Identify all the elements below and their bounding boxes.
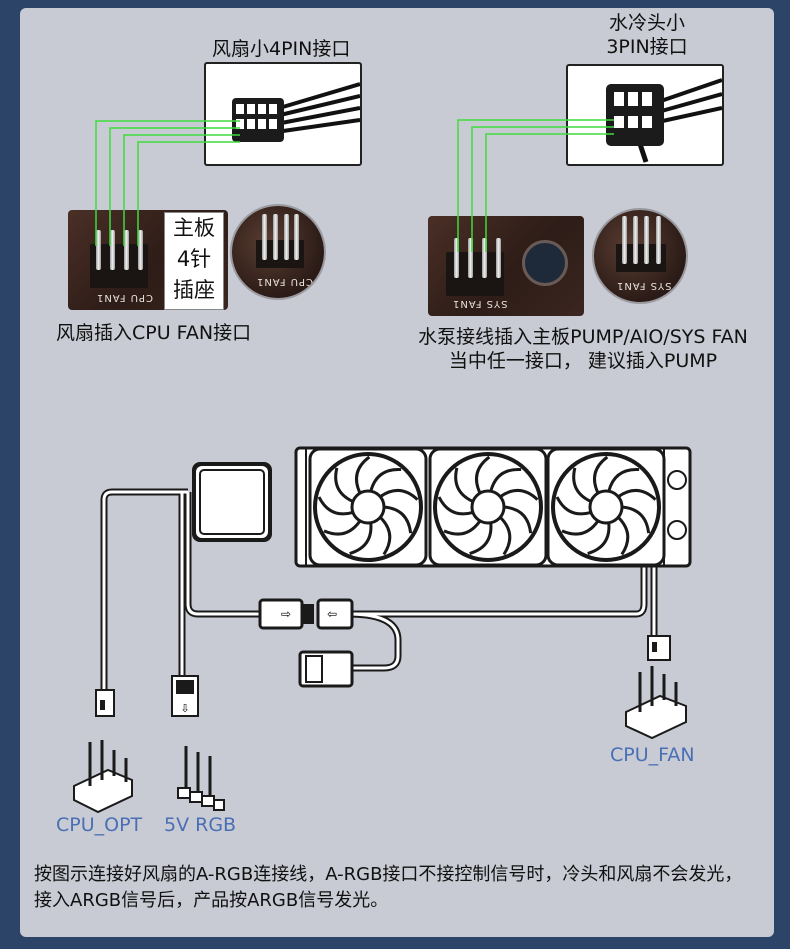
fan-connector-label: 风扇小4PIN接口 (212, 38, 351, 60)
header-housing (90, 230, 148, 288)
board-tag-line3: 插座 (173, 278, 215, 302)
motherboard-sys-fan-header: SYS FAN1 (428, 216, 584, 316)
cpu-opt-label: CPU_OPT (56, 814, 143, 836)
cpu-fan-header-drawing (625, 666, 687, 740)
zoom-header (256, 214, 304, 268)
pump-connector-label-line1: 水冷头小 (608, 12, 685, 34)
cpu-fan-label: CPU_FAN (610, 744, 695, 766)
cpu-opt-plug (95, 689, 115, 717)
5v-rgb-plug: ⇩ (171, 675, 199, 717)
pin (96, 230, 101, 270)
svg-text:⇩: ⇩ (180, 702, 189, 715)
board-tag-line2: 4针 (176, 247, 212, 271)
board-chip (522, 240, 568, 286)
svg-text:⇦: ⇦ (327, 607, 337, 621)
fan-4pin-connector-illustration (232, 82, 361, 142)
fan-connector-box (204, 62, 362, 166)
pump-3pin-connector-illustration (606, 78, 723, 163)
radiator-fan (428, 447, 548, 567)
pump-instruction-line1: 水泵接线插入主板PUMP/AIO/SYS FAN (418, 326, 748, 348)
pump-instruction-line2: 当中任一接口， 建议插入PUMP (448, 350, 718, 372)
board-tag-line1: 主板 (173, 216, 215, 240)
pin (138, 230, 143, 270)
5v-rgb-header-drawing (177, 746, 225, 811)
radiator-fans (308, 447, 666, 567)
pump-head (192, 462, 272, 542)
sys-header-housing (446, 238, 504, 296)
cpu-opt-header-drawing (73, 740, 133, 814)
rgb-note: 按图示连接好风扇的A-RGB连接线，A-RGB接口不接控制信号时，冷头和风扇不会… (34, 864, 743, 911)
svg-text:⇨: ⇨ (281, 607, 291, 621)
cpu-fan-header-zoom: CPU FAN1 (232, 206, 324, 298)
radiator-fan (308, 447, 428, 567)
fan-instruction: 风扇插入CPU FAN接口 (56, 322, 252, 344)
cpu-fan-plug (647, 635, 671, 661)
radiator-fan (546, 447, 666, 567)
pump-connector-box (566, 64, 724, 166)
sys-fan-header-zoom: SYS FAN1 (594, 210, 686, 302)
5v-rgb-label: 5V RGB (164, 814, 237, 836)
pin (124, 230, 129, 270)
pump-connector-label-line2: 3PIN接口 (606, 36, 688, 58)
argb-inline-connector: ⇨ ⇦ (258, 598, 354, 688)
pin (110, 230, 115, 270)
board-4pin-tag: 主板 4针 插座 (164, 212, 224, 310)
